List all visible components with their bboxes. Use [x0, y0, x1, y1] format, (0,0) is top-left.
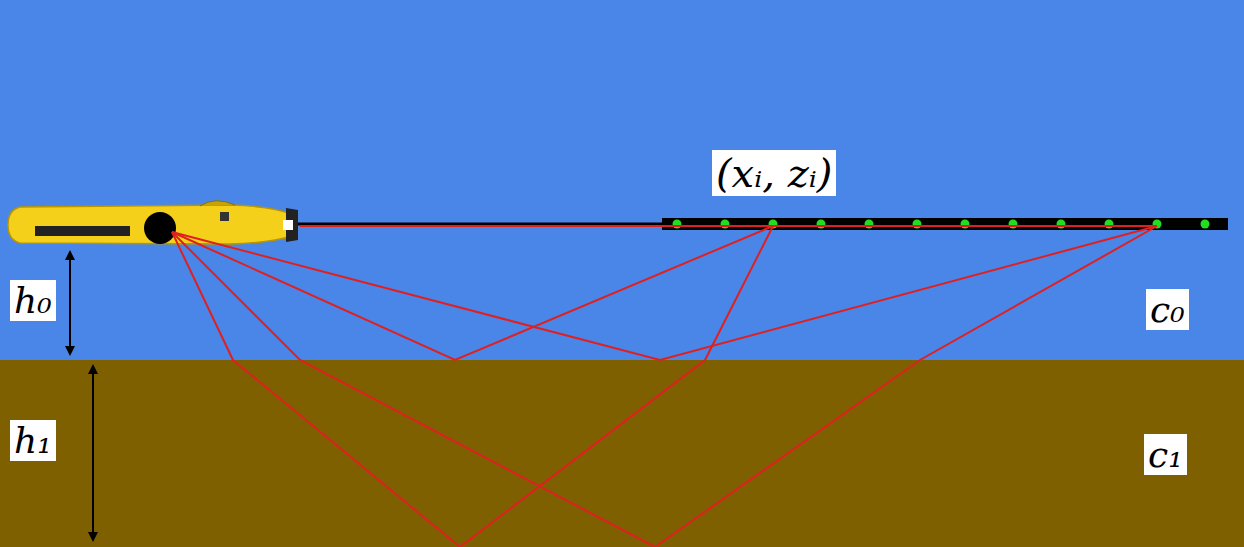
hydrophone-dot: [673, 220, 682, 229]
auv: [8, 201, 298, 244]
hydrophone-dot: [865, 220, 874, 229]
hydrophone-dot: [817, 220, 826, 229]
water: [0, 0, 1244, 360]
hydrophone-dot: [913, 220, 922, 229]
height-label: h₁: [10, 420, 56, 461]
seabed: [0, 360, 1244, 547]
h1-arrow: [92, 366, 94, 540]
velocity-label: c₀: [1146, 289, 1189, 330]
h0-arrow: [69, 252, 71, 354]
velocity-label: c₁: [1144, 434, 1187, 475]
height-label: h₀: [10, 280, 56, 321]
hydrophone-dot: [1105, 220, 1114, 229]
hydrophones: [673, 220, 1210, 229]
streamer: [662, 218, 1228, 230]
receiver-coordinate: (xᵢ, zᵢ): [712, 150, 836, 196]
hydrophone-dot: [961, 220, 970, 229]
hydrophone-dot: [1201, 220, 1210, 229]
hydrophone-dot: [721, 220, 730, 229]
hydrophone-dot: [1009, 220, 1018, 229]
hydrophone-dot: [1057, 220, 1066, 229]
ray-paths: [172, 226, 1157, 547]
